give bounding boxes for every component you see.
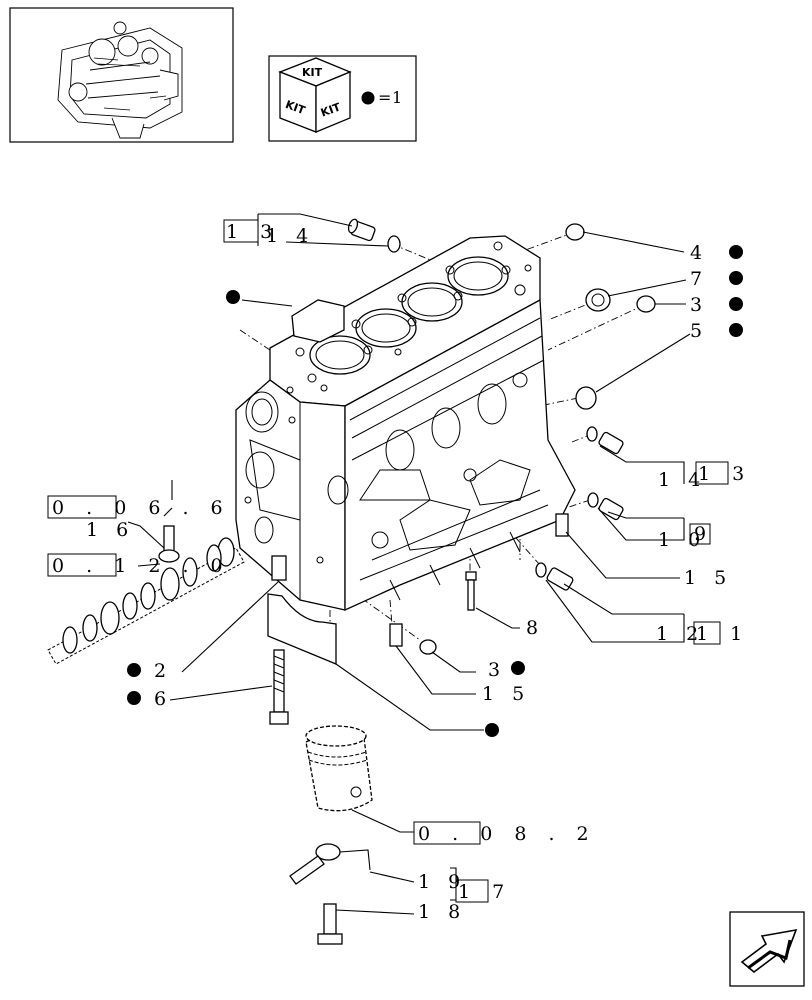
part-sleeve-15b (389, 623, 403, 647)
callout-4: 4 (690, 242, 708, 264)
kit-dots (127, 245, 743, 737)
camshaft (47, 537, 245, 665)
part-plug-3 (636, 295, 656, 313)
labels: 1 3 1 4 4 7 3 5 1 4 1 3 1 0 9 1 5 1 2 1 … (52, 221, 752, 923)
kit-dot-icon (361, 91, 375, 105)
ref-kit-9[interactable]: 9 (694, 523, 714, 545)
callout-2: 2 (154, 660, 172, 682)
callout-14b: 1 4 (658, 469, 706, 491)
part-sleeve-15 (555, 513, 569, 537)
callout-8: 8 (526, 617, 544, 639)
kit-legend: KIT KIT KIT = 1 (268, 55, 417, 142)
callout-14a: 1 4 (266, 225, 314, 247)
ref-kit-13b[interactable]: 1 3 (698, 463, 752, 485)
ref-0-08[interactable]: 0 . 0 8 . 2 (418, 823, 597, 845)
part-bearing-cap (267, 593, 337, 665)
ref-kit-17[interactable]: 1 7 (458, 881, 512, 903)
part-plug-4 (565, 223, 585, 241)
part-plug-11 (546, 567, 574, 591)
part-plug-13b (598, 431, 624, 455)
reference-boxes (47, 219, 729, 903)
kit-equals: = (378, 88, 391, 107)
callout-3a: 3 (690, 294, 708, 316)
ref-0-12[interactable]: 0 . 1 2 . 0 (52, 555, 231, 577)
part-bolt-8 (465, 571, 477, 611)
leader-lines (127, 213, 691, 915)
callout-19: 1 9 (418, 871, 466, 893)
callout-5: 5 (690, 320, 708, 342)
callout-15a: 1 5 (684, 567, 732, 589)
callout-10: 1 0 (658, 529, 706, 551)
next-page-arrow-icon[interactable] (729, 911, 805, 987)
part-bolt-6 (269, 649, 289, 725)
engine-thumbnail-icon[interactable] (9, 7, 234, 143)
part-ring-12 (535, 562, 547, 578)
callout-16: 1 6 (86, 519, 134, 541)
part-plug-3b (419, 639, 437, 655)
part-piston (305, 725, 373, 812)
ref-0-06[interactable]: 0 . 0 6 . 6 (52, 497, 231, 519)
callout-6: 6 (154, 688, 172, 710)
callout-12: 1 2 (656, 623, 704, 645)
part-ring-14 (387, 235, 401, 253)
callout-7: 7 (690, 268, 708, 290)
part-ring-14b (586, 426, 598, 442)
parts (158, 218, 656, 945)
ref-kit-13[interactable]: 1 3 (226, 221, 280, 243)
kit-box-icon: KIT KIT KIT (278, 57, 352, 133)
part-oil-jet-19 (289, 843, 371, 885)
part-ring-10 (587, 492, 599, 508)
part-bolt-18 (317, 903, 343, 945)
part-sleeve-2 (271, 555, 287, 581)
part-pin-16 (158, 525, 180, 563)
ref-kit-11[interactable]: 1 1 (696, 623, 750, 645)
kit-text-top: KIT (302, 66, 323, 79)
cylinder-block (235, 235, 576, 612)
part-cup-7 (585, 288, 611, 312)
callout-3b: 3 (488, 659, 506, 681)
kit-value: 1 (392, 88, 402, 107)
part-plug-13 (347, 218, 376, 242)
callout-15b: 1 5 (482, 683, 530, 705)
callout-18: 1 8 (418, 901, 466, 923)
part-plug-9 (598, 497, 624, 521)
part-plug-5 (575, 386, 597, 410)
